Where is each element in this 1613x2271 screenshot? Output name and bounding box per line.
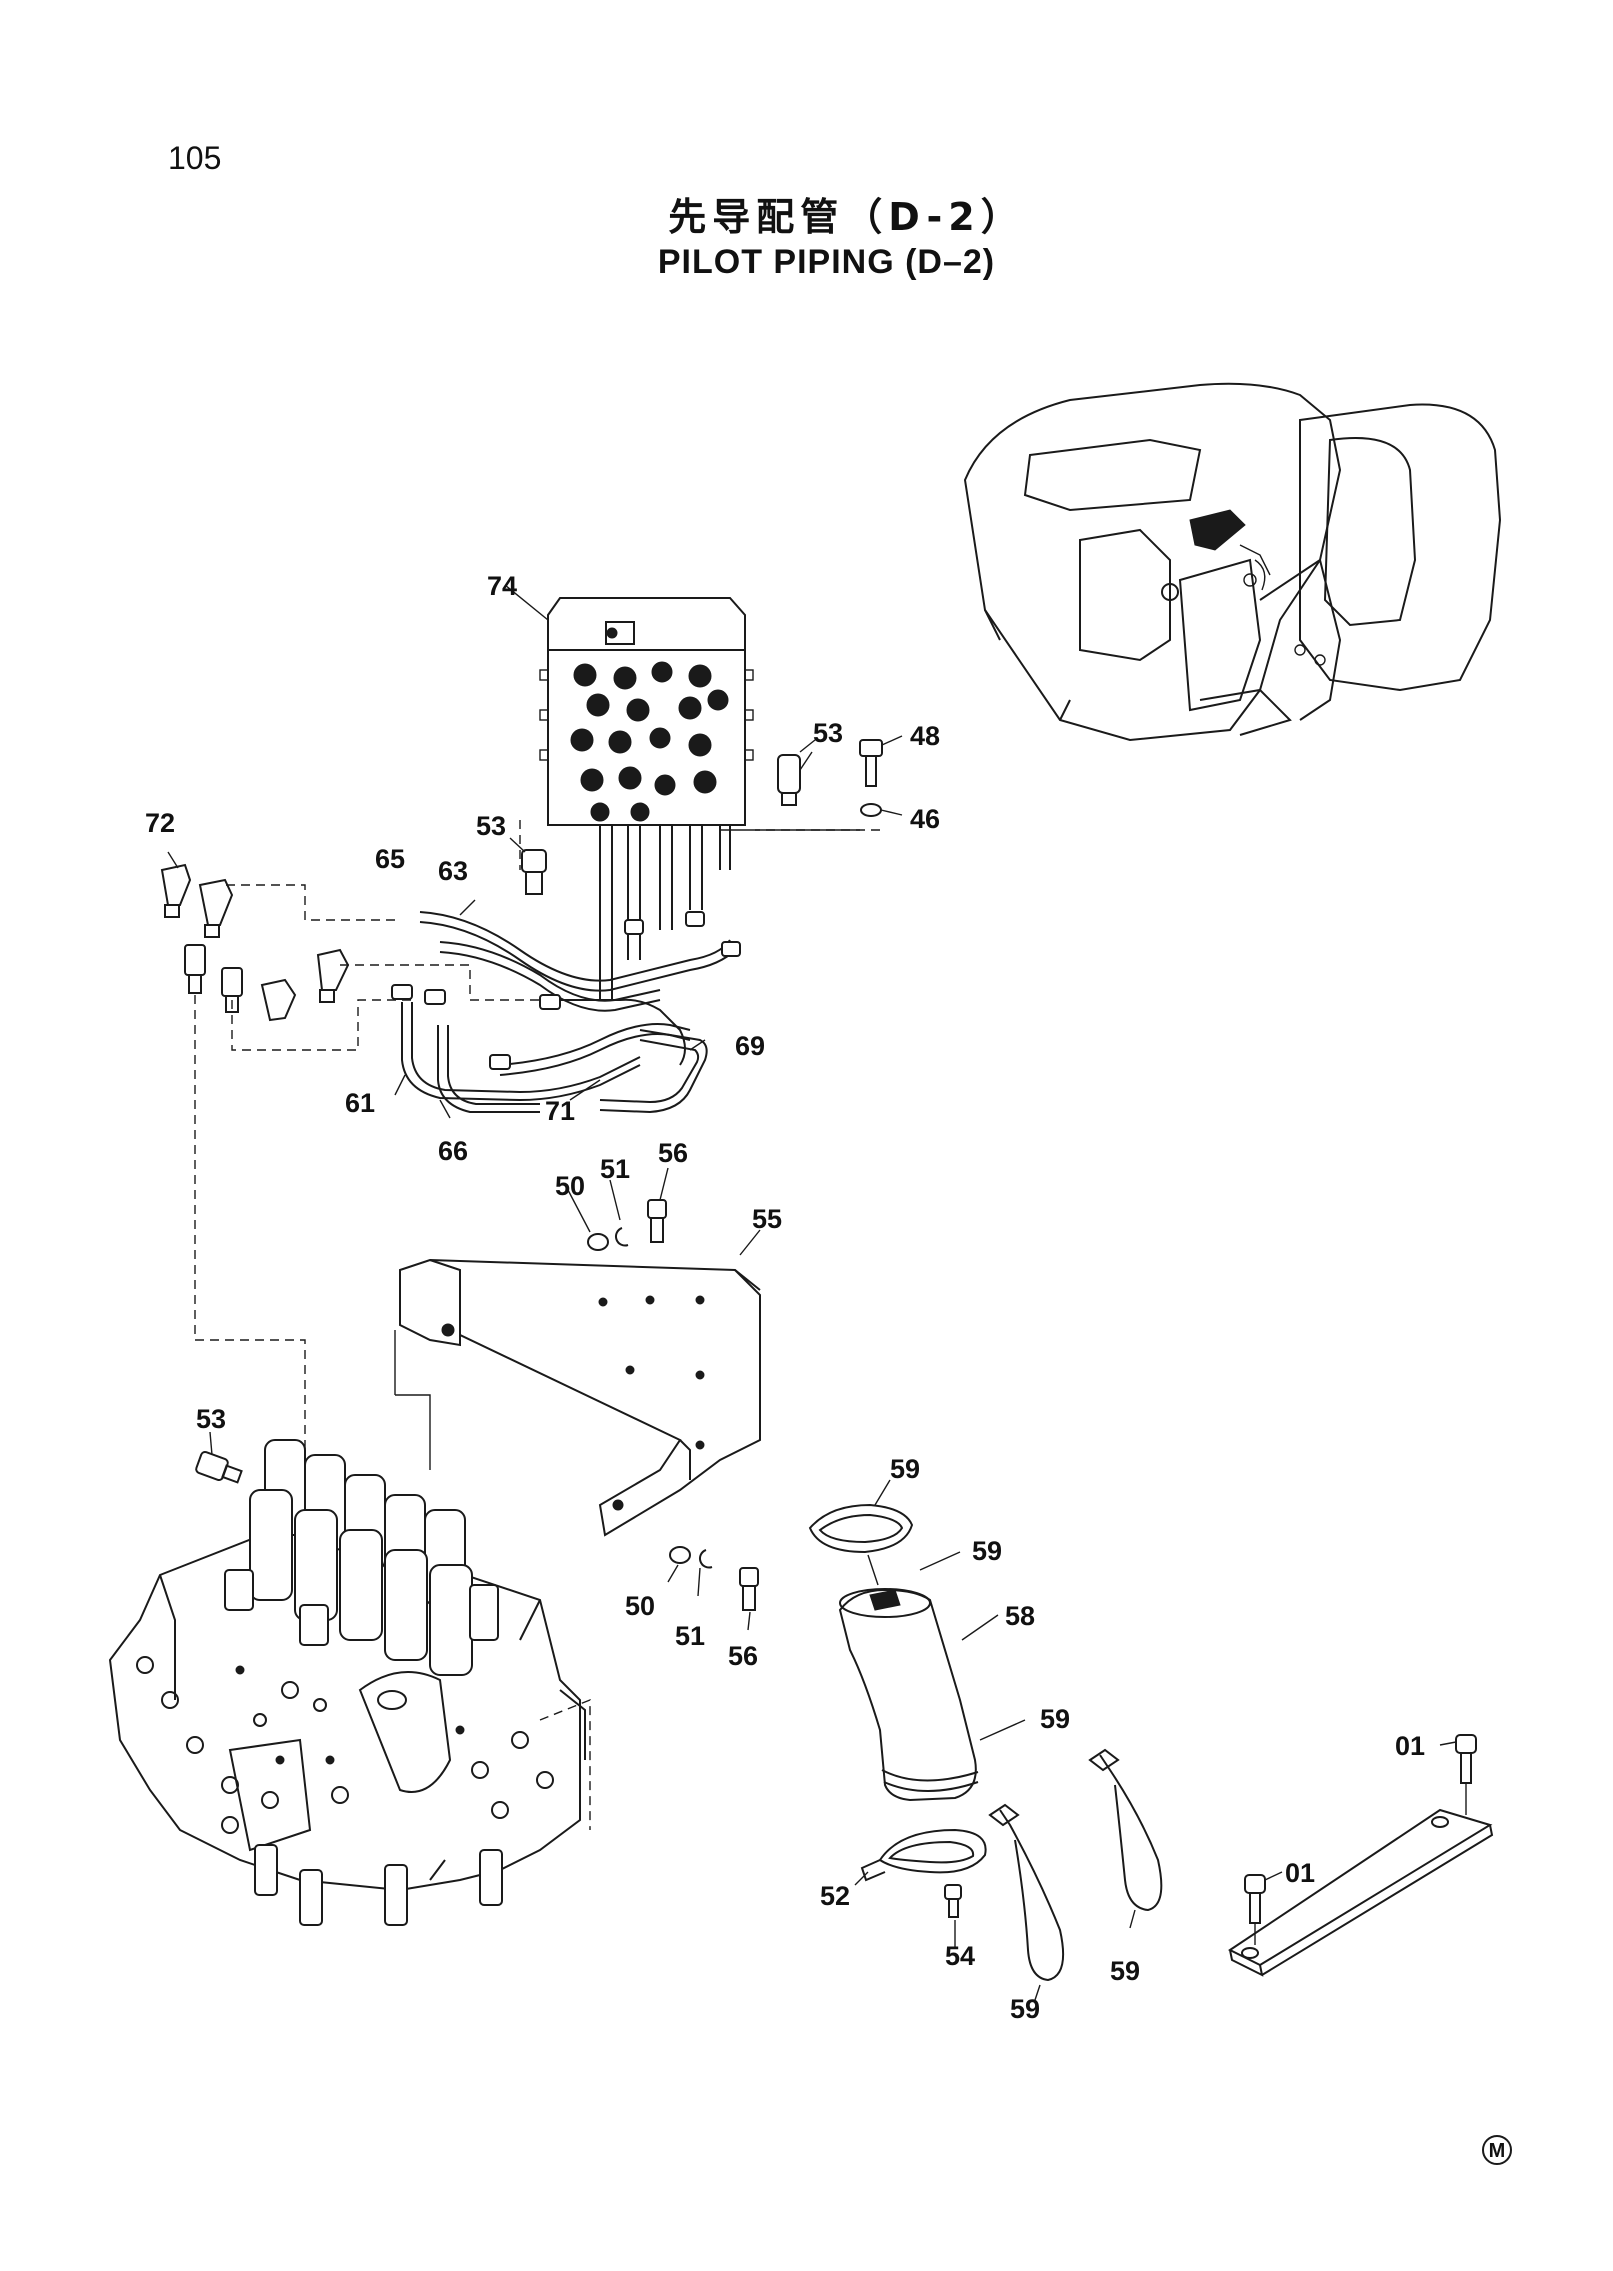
mounting-bracket-55 bbox=[394, 1229, 761, 1537]
title-english: PILOT PIPING (D–2) bbox=[657, 243, 996, 281]
machine-overview-illustration bbox=[963, 382, 1502, 742]
page-number: 105 bbox=[168, 140, 222, 176]
fitting-53-right bbox=[777, 751, 813, 806]
washer-46 bbox=[720, 803, 903, 831]
callout-59-lower: 59 bbox=[1040, 1704, 1070, 1734]
callout-46: 46 bbox=[910, 804, 940, 834]
callout-01-left: 01 bbox=[1285, 1858, 1315, 1888]
callout-66: 66 bbox=[438, 1136, 468, 1166]
callout-51-top: 51 bbox=[600, 1154, 630, 1184]
callout-56-top: 56 bbox=[658, 1138, 688, 1168]
callout-52: 52 bbox=[820, 1881, 850, 1911]
leader-74 bbox=[504, 584, 549, 621]
fitting-53-valve bbox=[195, 1431, 243, 1484]
callout-58: 58 bbox=[1005, 1601, 1035, 1631]
callout-53-left: 53 bbox=[476, 811, 506, 841]
title-chinese: 先导配管（D-2） bbox=[668, 195, 1025, 239]
callout-01-right: 01 bbox=[1395, 1731, 1425, 1761]
model-mark-letter: M bbox=[1489, 2140, 1506, 2162]
band-clamp-52 bbox=[854, 1828, 987, 1948]
callout-56-lower: 56 bbox=[728, 1641, 758, 1671]
cover-plate bbox=[1228, 1808, 1494, 1977]
pilot-pipes bbox=[391, 825, 741, 1114]
callout-50-top: 50 bbox=[555, 1171, 585, 1201]
callout-53-valve: 53 bbox=[196, 1404, 226, 1434]
valve-ports bbox=[570, 661, 729, 822]
callout-65: 65 bbox=[375, 844, 405, 874]
hardware-lower-50-51-56 bbox=[667, 1546, 759, 1631]
callout-50-lower: 50 bbox=[625, 1591, 655, 1621]
callout-labels: 74 53 48 46 72 53 65 63 69 61 71 66 50 5… bbox=[145, 571, 1425, 2024]
callout-54: 54 bbox=[945, 1941, 975, 1971]
callout-59-tie-right: 59 bbox=[1110, 1956, 1140, 1986]
callout-61: 61 bbox=[345, 1088, 375, 1118]
cable-tie-59-left bbox=[988, 1803, 1064, 2001]
hardware-top-50-51-56 bbox=[567, 1167, 669, 1251]
callout-53-right: 53 bbox=[813, 718, 843, 748]
callout-59-tie-left: 59 bbox=[1010, 1994, 1040, 2024]
callout-59-top: 59 bbox=[890, 1454, 920, 1484]
dashed-routing-lines bbox=[194, 820, 880, 1830]
pilot-valve-block bbox=[539, 597, 754, 826]
bolt-01-right bbox=[1439, 1734, 1477, 1815]
air-duct-58 bbox=[838, 1588, 979, 1802]
callout-leaders bbox=[394, 739, 816, 1119]
callout-55: 55 bbox=[752, 1204, 782, 1234]
callout-74: 74 bbox=[487, 571, 517, 601]
duct-leaders bbox=[919, 1551, 1026, 1741]
callout-63: 63 bbox=[438, 856, 468, 886]
elbow-fittings-72 bbox=[160, 851, 350, 1022]
hose-clamp-59-top bbox=[808, 1479, 914, 1586]
bolt-01-left bbox=[1244, 1871, 1283, 1945]
fitting-53-left bbox=[509, 837, 547, 895]
callout-71: 71 bbox=[545, 1096, 575, 1126]
callout-59-duct: 59 bbox=[972, 1536, 1002, 1566]
callout-69: 69 bbox=[735, 1031, 765, 1061]
callout-48: 48 bbox=[910, 721, 940, 751]
model-mark-circle: M bbox=[1482, 2135, 1512, 2165]
callout-72: 72 bbox=[145, 808, 175, 838]
control-valve-assembly bbox=[108, 1439, 586, 1926]
bolt-48 bbox=[859, 735, 903, 787]
valve-bolt-heads bbox=[136, 1656, 554, 1834]
cable-tie-59-right bbox=[1088, 1748, 1163, 1929]
callout-51-lower: 51 bbox=[675, 1621, 705, 1651]
